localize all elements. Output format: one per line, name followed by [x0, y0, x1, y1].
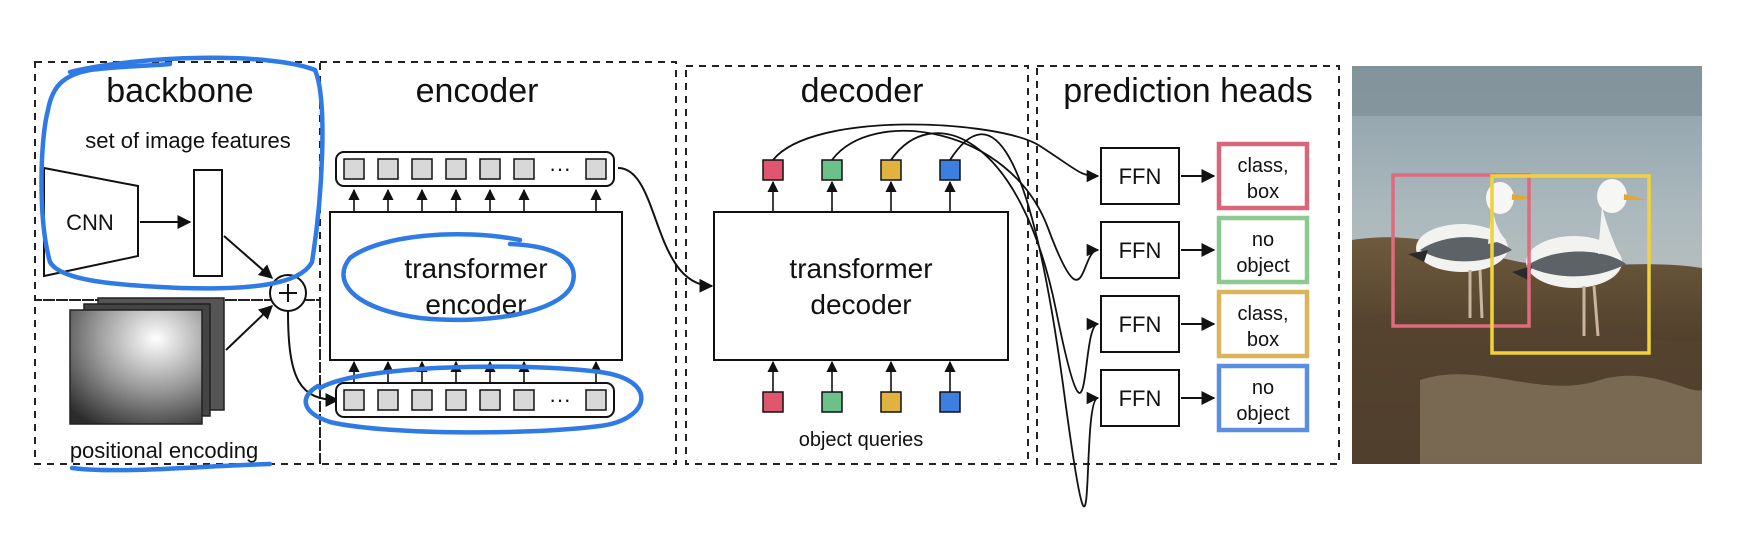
ffn-label: FFN	[1119, 164, 1162, 189]
detection-photo	[1352, 66, 1702, 464]
decoder-output-query	[821, 159, 843, 181]
ffn-box	[1100, 147, 1180, 205]
positional-encoding-label: positional encoding	[70, 438, 258, 463]
encoder-output-arrows	[348, 188, 602, 212]
section-title-decoder: decoder	[801, 72, 924, 110]
prediction-output-box	[1216, 363, 1310, 433]
features-to-sum-arrow	[223, 235, 274, 279]
object-query-token	[880, 391, 902, 413]
ffn-box	[1100, 295, 1180, 353]
image-features-label: set of image features	[85, 128, 290, 153]
decoder-to-ffn-arrows	[772, 123, 1100, 508]
encoder-output-token	[377, 158, 399, 180]
pe-layer-front	[69, 309, 203, 425]
object-query-token	[762, 391, 784, 413]
annotation-input-tokens-loop	[303, 364, 644, 435]
decoder-to-ffn-arrow	[949, 133, 1100, 508]
handwritten-annotations	[39, 55, 644, 473]
prediction-output-line2: box	[1247, 329, 1279, 351]
prediction-output-line2: object	[1236, 403, 1290, 425]
annotation-transformer-encoder-loop	[341, 232, 576, 323]
encoder-frame	[319, 61, 677, 465]
encoder-input-container	[335, 382, 615, 418]
encoder-output-token	[585, 158, 607, 180]
ffn-box	[1100, 369, 1180, 427]
detection-box-1	[1391, 173, 1531, 328]
ffn-label: FFN	[1119, 238, 1162, 263]
prediction-output-line1: class,	[1237, 155, 1288, 177]
encoder-input-token	[445, 389, 467, 411]
prediction-output-line1: no	[1252, 377, 1274, 399]
decoder-output-query	[762, 159, 784, 181]
detection-box-2	[1490, 174, 1651, 355]
decoder-to-ffn-arrow	[831, 130, 1100, 281]
annotation-backbone-loop	[39, 55, 325, 291]
encoder-input-token	[411, 389, 433, 411]
prediction-output-line1: no	[1252, 229, 1274, 251]
prediction-output-box	[1216, 215, 1310, 285]
object-queries	[762, 360, 961, 413]
encoder-block-line1: transformer	[404, 253, 547, 284]
section-title-prediction-heads: prediction heads	[1063, 72, 1313, 110]
prediction-output-line2: box	[1247, 181, 1279, 203]
annotation-positional-underline	[69, 461, 273, 473]
encoder-input-token	[343, 389, 365, 411]
prediction-output-line2: object	[1236, 255, 1290, 277]
encoder-output-tokens: ···	[335, 151, 615, 187]
decoder-block-line1: transformer	[789, 253, 932, 284]
encoder-input-ellipsis: ···	[549, 387, 571, 412]
encoder-input-token	[377, 389, 399, 411]
encoder-to-decoder-arrow	[617, 167, 714, 293]
ffn-label: FFN	[1119, 312, 1162, 337]
section-title-encoder: encoder	[416, 72, 539, 110]
object-query-token	[939, 391, 961, 413]
encoder-output-token	[445, 158, 467, 180]
encoder-output-token	[479, 158, 501, 180]
sum-to-tokens-arrow	[287, 310, 340, 407]
encoder-output-ellipsis: ···	[549, 156, 571, 181]
prediction-output-box	[1216, 141, 1310, 211]
decoder-output-query	[939, 159, 961, 181]
decoder-block-line2: decoder	[810, 289, 911, 320]
transformer-decoder-block	[713, 211, 1009, 361]
prediction-output-line1: class,	[1237, 303, 1288, 325]
cnn-label: CNN	[66, 210, 114, 235]
decoder-output-query	[880, 159, 902, 181]
prediction-heads-frame	[1036, 65, 1340, 465]
feature-map-block	[193, 169, 223, 277]
ffn-box	[1100, 221, 1180, 279]
object-query-token	[821, 391, 843, 413]
encoder-output-token	[513, 158, 535, 180]
encoder-output-token	[411, 158, 433, 180]
decoder-frame	[685, 65, 1029, 465]
object-queries-label: object queries	[799, 429, 924, 451]
encoder-output-token	[343, 158, 365, 180]
encoder-input-token	[585, 389, 607, 411]
pe-to-sum-arrow	[225, 305, 274, 351]
encoder-input-token	[479, 389, 501, 411]
section-title-backbone: backbone	[106, 72, 253, 110]
encoder-output-container	[335, 151, 615, 187]
decoder-output-embeddings	[762, 159, 961, 212]
decoder-to-ffn-arrow	[772, 123, 1100, 183]
encoder-input-tokens: ···	[335, 382, 615, 418]
decoder-to-ffn-arrow	[890, 132, 1100, 394]
encoder-input-token	[513, 389, 535, 411]
ffn-label: FFN	[1119, 386, 1162, 411]
prediction-output-box	[1216, 289, 1310, 359]
